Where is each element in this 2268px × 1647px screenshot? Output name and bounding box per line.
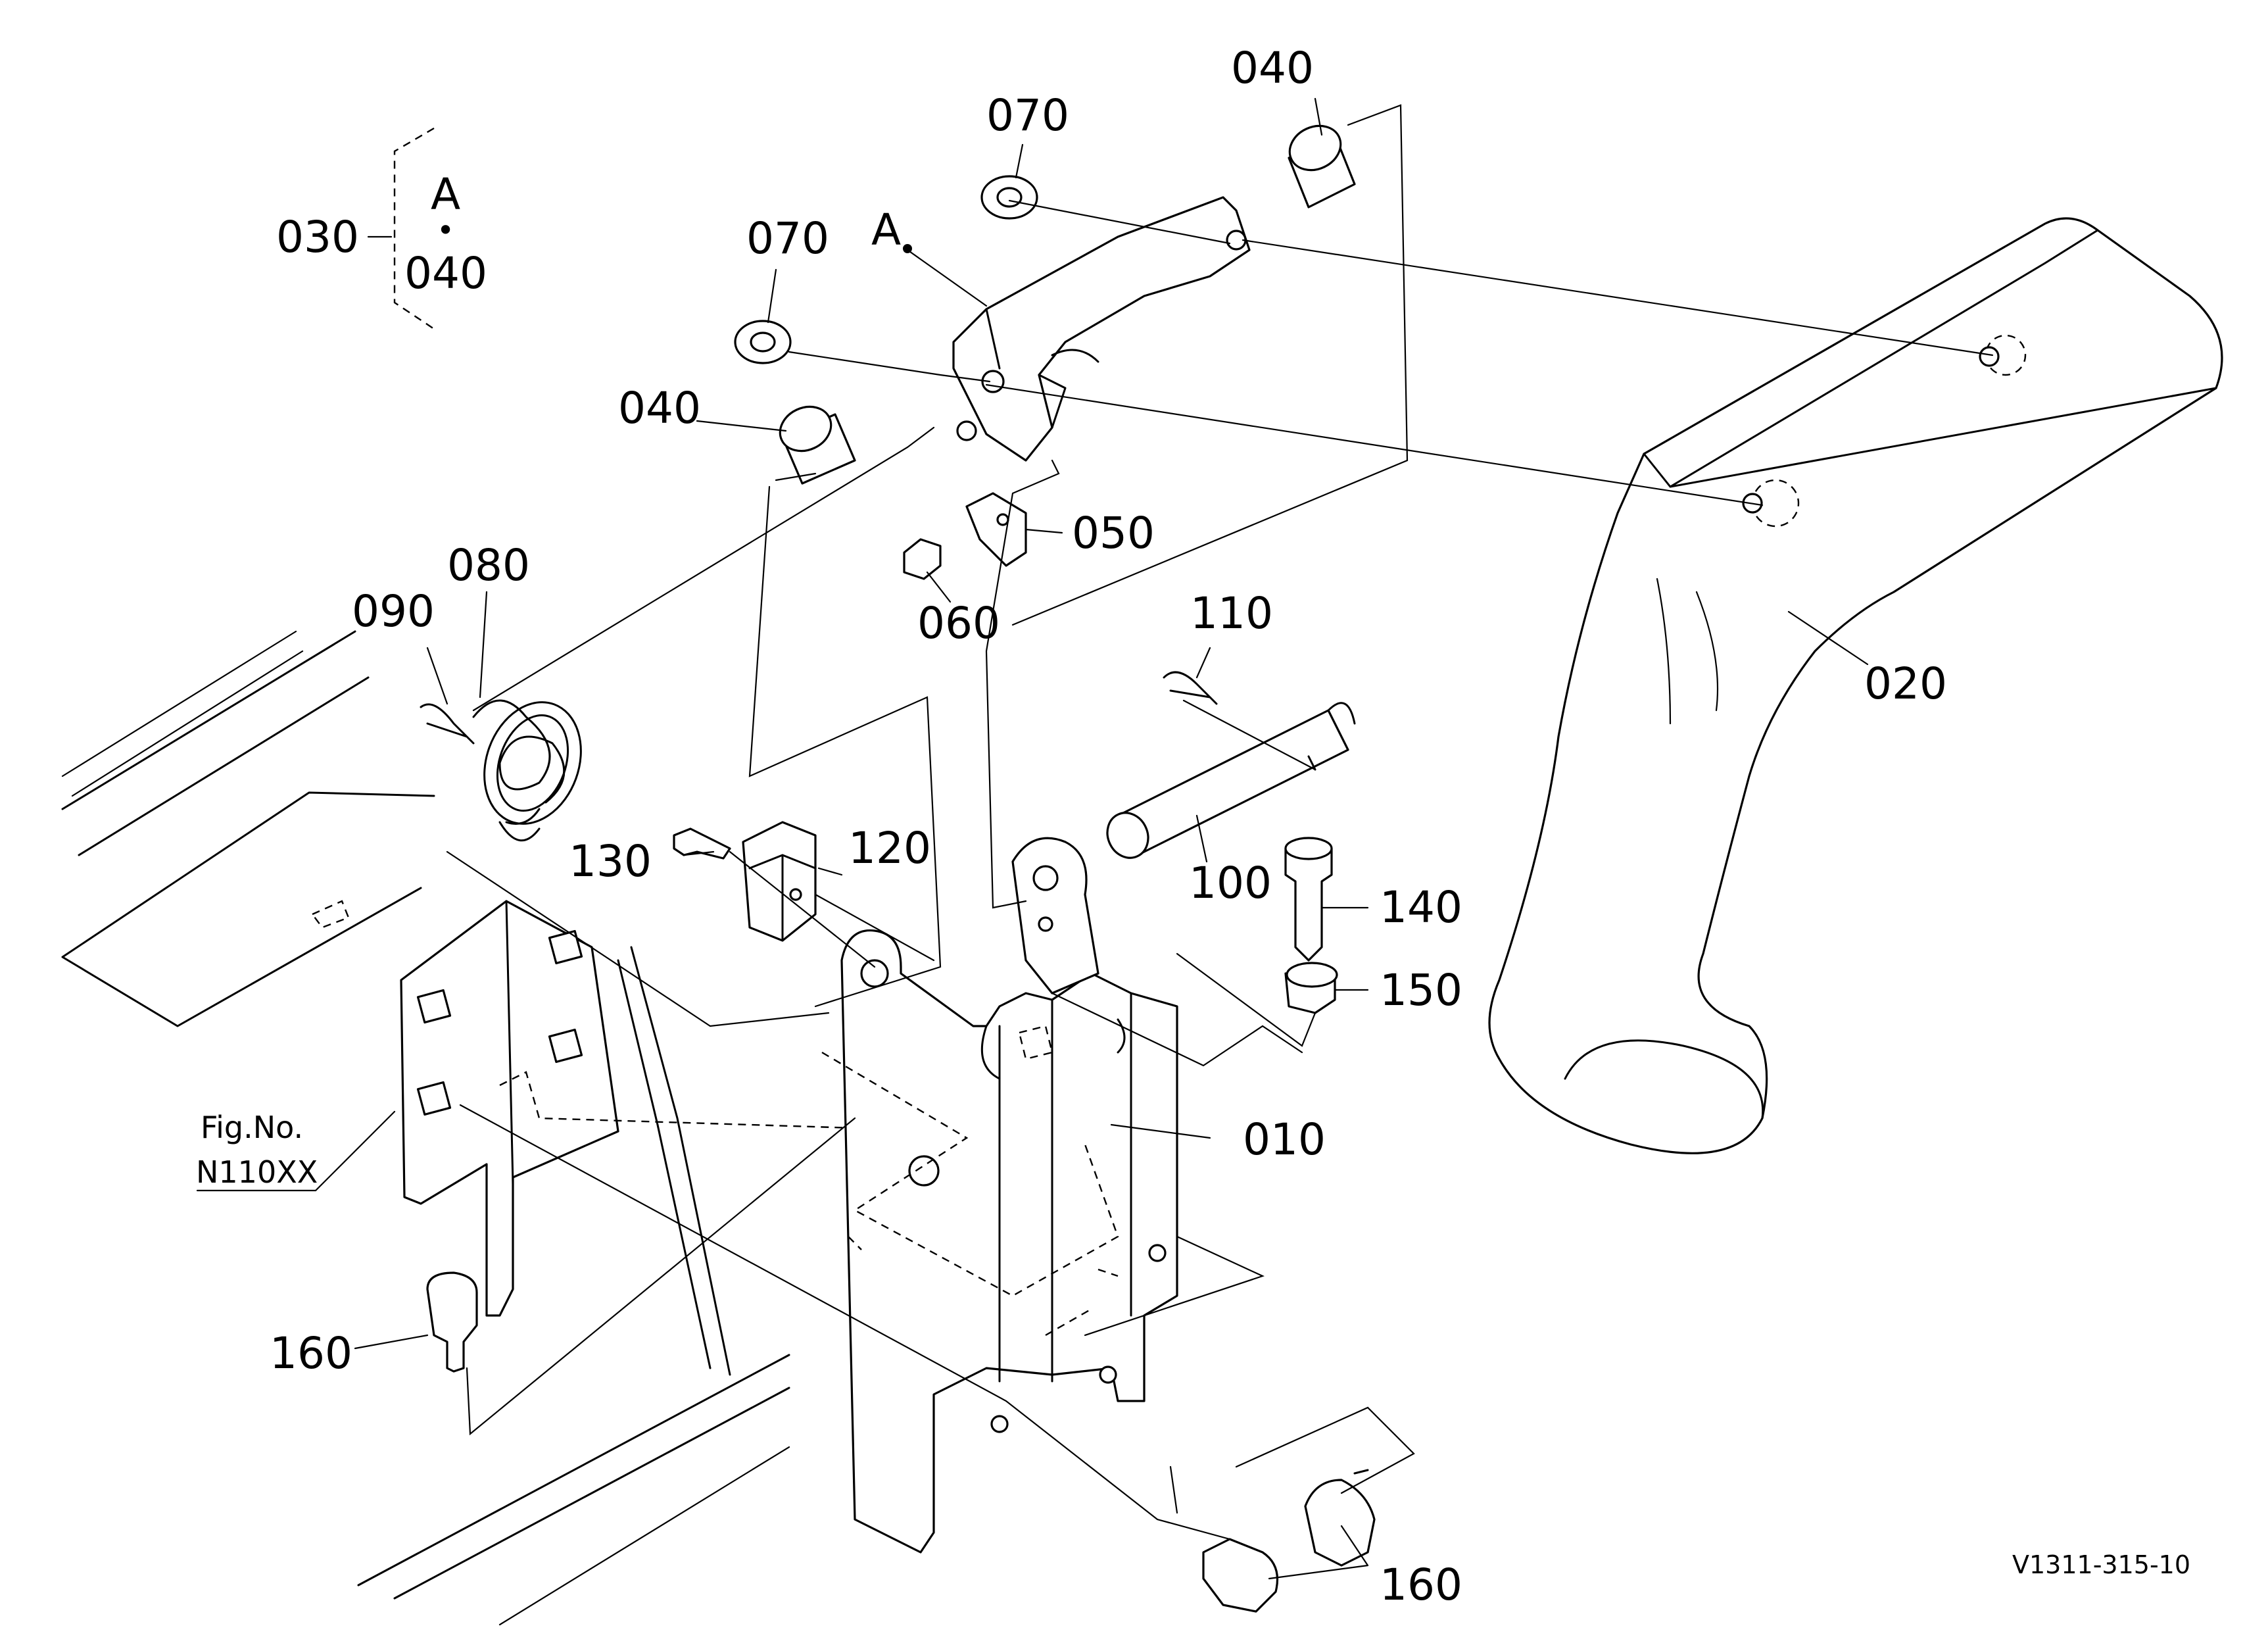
collar-040-top — [1288, 124, 1356, 209]
callout-100: 100 — [1189, 858, 1272, 908]
set-note: A • 040 — [404, 169, 487, 299]
callout-140: 140 — [1380, 882, 1462, 933]
callout-130: 130 — [569, 836, 652, 887]
pin-090 — [420, 703, 475, 745]
figure-reference: Fig.No. N110XX — [196, 1110, 318, 1190]
callout-020: 020 — [1864, 658, 1947, 709]
callout-090: 090 — [352, 586, 435, 637]
drawing-code: V1311-315-10 — [2012, 1550, 2190, 1579]
lever-arm-a — [952, 196, 1251, 462]
callout-160-left: 160 — [270, 1328, 352, 1379]
bolt-160-bottom — [1202, 1538, 1279, 1613]
screw-130 — [673, 827, 731, 860]
figure-ref-line2: N110XX — [196, 1154, 318, 1190]
floor-panel — [61, 630, 790, 1626]
pin-100 — [1106, 702, 1356, 859]
callout-080: 080 — [447, 540, 530, 591]
callout-070-left: 070 — [746, 213, 829, 264]
set-note-marker: A — [431, 169, 460, 220]
nut-070-left — [734, 320, 792, 364]
clip-110 — [1163, 671, 1218, 705]
pedal-020 — [1488, 217, 2223, 1154]
callout-060: 060 — [917, 598, 1000, 649]
collar-040-left — [779, 405, 856, 485]
pointer-mark-a: A — [871, 205, 901, 255]
bolt-160-left — [426, 1271, 478, 1373]
callout-070-top: 070 — [986, 90, 1069, 141]
callout-labels: 010 020 030 040 040 050 060 070 070 080 … — [270, 43, 1947, 1610]
set-note-member: 040 — [404, 248, 487, 299]
switch-120 — [742, 821, 817, 942]
callout-110: 110 — [1190, 588, 1273, 639]
callout-160-bottom: 160 — [1380, 1560, 1462, 1610]
label-leaders — [196, 97, 1869, 1580]
bolt-060 — [903, 538, 942, 580]
bolt-140 — [1284, 837, 1333, 962]
spring-080 — [472, 699, 582, 842]
callout-120: 120 — [848, 823, 931, 873]
callout-050: 050 — [1072, 508, 1155, 558]
mounting-bracket — [400, 900, 961, 1376]
assembly-lines — [446, 104, 1994, 1540]
bracket-010 — [840, 837, 1178, 1554]
bolt-160-right — [1304, 1469, 1376, 1567]
callout-040-left: 040 — [618, 383, 701, 433]
callout-010: 010 — [1243, 1114, 1326, 1165]
stopper-050 — [965, 492, 1027, 567]
nut-150 — [1284, 962, 1338, 1014]
callout-040-top: 040 — [1231, 43, 1314, 93]
callout-150: 150 — [1380, 965, 1462, 1016]
set-note-dot: • — [437, 212, 454, 248]
nut-070-top — [980, 175, 1038, 220]
figure-ref-line1: Fig.No. — [201, 1110, 303, 1145]
callout-030: 030 — [276, 212, 359, 262]
